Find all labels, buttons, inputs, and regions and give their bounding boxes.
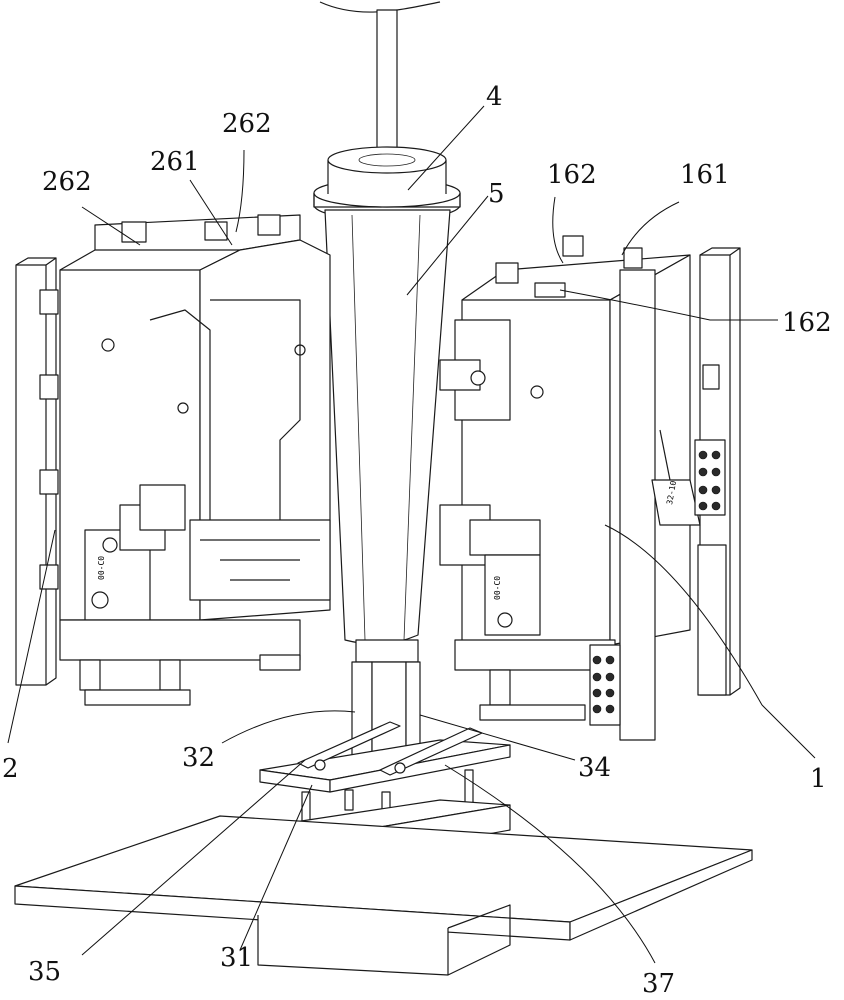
label-1: 1 [810,764,827,794]
mandrel-5 [324,209,451,773]
label-261: 261 [150,147,200,177]
leader-lines [7,105,816,964]
label-161: 161 [680,160,730,190]
label-31: 31 [220,943,253,973]
label-262-top: 262 [222,109,272,139]
left-mold-assembly-2 [15,214,331,706]
label-162-top: 162 [547,160,597,190]
label-262-left: 262 [42,167,92,197]
label-37: 37 [642,969,675,999]
valve-marking-right: 00-C0 [493,576,502,600]
valve-marking-left: 00-C0 [97,556,106,580]
label-4: 4 [486,82,503,112]
drive-shaft [319,1,441,163]
label-2: 2 [2,754,19,784]
flange-4 [313,146,461,221]
label-5: 5 [488,179,505,209]
lower-fixture [14,721,753,976]
label-35: 35 [28,957,61,987]
label-32: 32 [182,743,215,773]
valve-block-marking: 32-10 [665,480,678,505]
reference-labels: 4 5 262 262 261 162 161 162 2 1 32 34 35… [2,82,832,999]
right-mold-assembly-1 [439,235,741,741]
label-162-right: 162 [782,308,832,338]
label-34: 34 [578,753,611,783]
